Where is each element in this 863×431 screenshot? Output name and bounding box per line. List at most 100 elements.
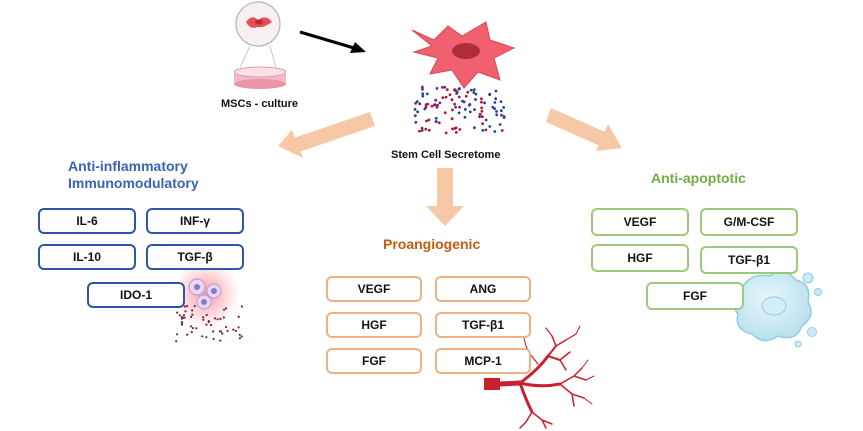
cytokine-particle [184, 310, 187, 313]
cytokine-particle [212, 330, 215, 333]
secretome-particle [500, 113, 503, 117]
secretome-particle [469, 88, 473, 92]
secretome-particle [474, 92, 478, 96]
secretome-particle [434, 98, 438, 102]
secretome-particle [457, 87, 461, 91]
secretome-particle [466, 90, 470, 94]
secretome-particle [480, 97, 483, 101]
cytokine-particle [202, 318, 205, 321]
secretome-particle [413, 108, 417, 111]
cytokine-particle [216, 318, 219, 321]
secretome-particle [435, 87, 439, 90]
factor-box-ang: ANG [435, 276, 531, 302]
secretome-particle [416, 110, 419, 114]
cytokine-particle [183, 316, 186, 319]
factor-box-tgf-beta1: TGF-β1 [435, 312, 531, 338]
secretome-particle [443, 85, 447, 89]
cytokine-particle [195, 327, 198, 330]
secretome-particle [483, 101, 486, 105]
secretome-particle [453, 126, 457, 130]
secretome-particle [424, 127, 428, 131]
secretome-particle [426, 102, 430, 106]
cytokine-particle [205, 313, 208, 317]
secretome-particle [414, 120, 418, 124]
secretome-particle [480, 100, 483, 104]
anti-inflammatory-title-line2: Immunomodulatory [68, 175, 199, 191]
cytokine-particle [202, 316, 205, 319]
secretome-particle [421, 94, 425, 98]
secretome-particle [498, 123, 502, 126]
secretome-particle [493, 101, 497, 104]
secretome-particle [455, 92, 458, 95]
secretome-particle [473, 126, 476, 130]
proangiogenic-title: Proangiogenic [383, 236, 481, 252]
cytokine-particle [224, 307, 228, 310]
secretome-particle [445, 88, 449, 92]
cytokine-particle [210, 323, 213, 327]
factor-box-vegf: VEGF [326, 276, 422, 302]
secretome-particle [484, 118, 488, 122]
anti-apoptotic-title: Anti-apoptotic [651, 170, 746, 186]
secretome-particle [472, 88, 476, 92]
cytokine-particle [237, 315, 240, 318]
cytokine-particle [238, 333, 241, 336]
cytokine-particle [221, 332, 224, 335]
secretome-particle [457, 111, 461, 115]
secretome-particle [457, 95, 461, 99]
cytokine-particle [191, 313, 194, 316]
secretome-particle [441, 86, 444, 89]
factor-box-il-6: IL-6 [38, 208, 136, 234]
blood-vessel-icon [484, 325, 595, 429]
secretome-particle [473, 108, 476, 111]
factor-box-hgf: HGF [326, 312, 422, 338]
secretome-particle [421, 87, 424, 91]
secretome-particle [494, 89, 498, 93]
cytokine-particle [182, 314, 185, 317]
cytokine-particle [212, 337, 215, 340]
factor-box-tgf-beta1: TGF-β1 [700, 246, 798, 274]
secretome-particle [480, 115, 484, 119]
cytokine-particle [180, 321, 184, 324]
secretome-particle [438, 101, 442, 105]
secretome-label: Stem Cell Secretome [391, 149, 501, 161]
secretome-particle [502, 106, 506, 109]
cytokine-particle [185, 305, 189, 308]
secretome-particle [451, 108, 454, 112]
petri-dish-icon [233, 1, 287, 89]
secretome-particle [481, 122, 484, 125]
secretome-particle [444, 95, 448, 99]
secretome-particles [413, 85, 506, 135]
secretome-particle [461, 99, 464, 103]
stem-cell-icon [411, 21, 516, 89]
secretome-particle [421, 85, 424, 89]
secretome-particle [414, 101, 417, 105]
secretome-particle [493, 130, 497, 133]
cytokine-particle [205, 336, 208, 339]
cytokine-particle [205, 323, 208, 326]
secretome-particle [433, 103, 437, 107]
secretome-particle [427, 118, 431, 122]
cytokine-particle [240, 305, 243, 308]
secretome-particle [437, 121, 441, 125]
secretome-particle [464, 108, 467, 111]
cytokine-particle [234, 329, 237, 332]
secretome-particle [434, 116, 438, 120]
secretome-particle [495, 113, 499, 117]
cytokine-particle [225, 325, 228, 329]
secretome-particle [448, 93, 452, 97]
factor-box-gm-csf: G/M-CSF [700, 208, 798, 236]
secretome-particle [499, 100, 503, 103]
cytokine-particle [240, 335, 243, 338]
secretome-particle [464, 94, 468, 98]
secretome-particle [420, 129, 424, 132]
factor-box-vegf: VEGF [591, 208, 689, 236]
cytokine-particle [191, 309, 194, 312]
factor-box-fgf: FGF [326, 348, 422, 374]
cytokine-particle [178, 314, 181, 317]
secretome-particle [418, 129, 421, 133]
anti-inflammatory-title-line1: Anti-inflammatory [68, 158, 188, 174]
cytokine-particle [219, 339, 222, 342]
cytokine-particle [183, 305, 186, 308]
cytokine-particle [186, 333, 189, 336]
cytokine-particle [190, 315, 193, 318]
